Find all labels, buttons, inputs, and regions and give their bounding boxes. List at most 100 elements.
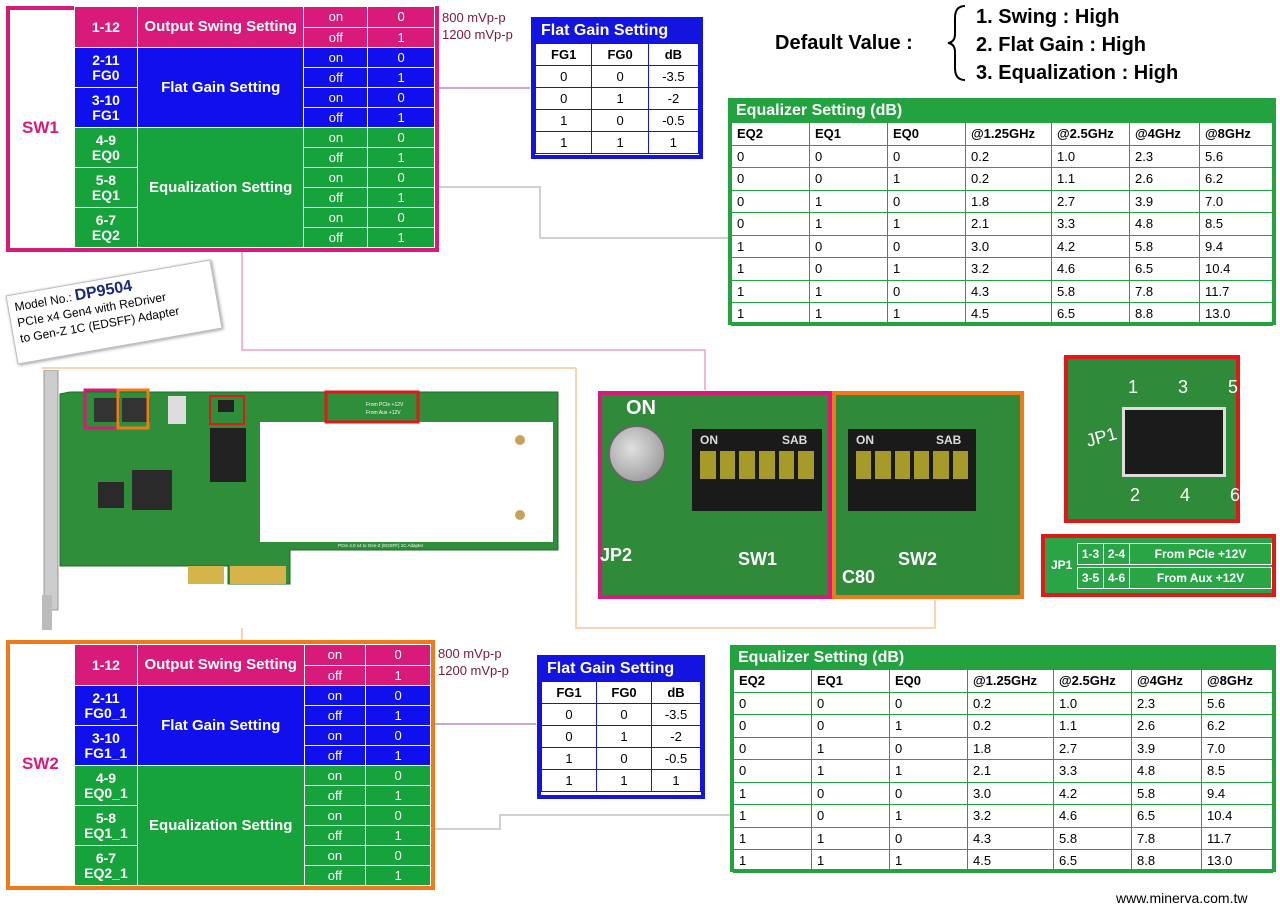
screw-icon [608,425,666,483]
eq-header: @1.25GHz [967,669,1054,693]
eq-cell: 6.5 [1051,302,1130,326]
jp1-pin-2: 2 [1130,485,1141,505]
sw1-on: on [303,6,369,28]
swing-note-low: 800 mVp-p [442,10,506,25]
fg-cell: 0 [534,87,593,110]
fg-header: dB [647,43,700,66]
sw2-on-val: 0 [365,685,431,706]
eq-cell: 1 [809,279,888,303]
sw1-swing-notes: 800 mVp-p 1200 mVp-p [442,9,513,43]
eq-cell: 0.2 [967,691,1054,715]
sw1-off: off [303,187,369,208]
fg-header: FG1 [540,681,598,704]
eq-cell: 9.4 [1199,234,1273,258]
sw2-off-val: 1 [365,745,431,766]
eq-cell: 0 [733,759,812,783]
photo-c80-label: C80 [842,567,876,587]
sw1-group-flat: Flat Gain Setting [136,47,305,128]
eq-cell: 0 [811,691,890,715]
eq-cell: 5.8 [1129,234,1200,258]
eq-cell: 1.1 [1053,714,1132,738]
eq-cell: 0 [809,144,888,168]
sw1-off-val: 1 [367,107,435,128]
eq-header: EQ0 [889,669,968,693]
eq-cell: 0 [811,804,890,828]
fg-cell: 0 [591,65,649,88]
sw2-group-eq: Equalization Setting [136,765,305,886]
fg-cell: 1 [596,725,653,748]
jp1-pin-3: 3 [1177,377,1188,397]
eq-header: EQ1 [811,669,890,693]
eq-cell: 6.2 [1199,167,1273,191]
sw1-on-val: 0 [367,127,435,148]
eq-cell: 13.0 [1199,302,1273,326]
eq-cell: 2.3 [1131,691,1202,715]
eq-cell: 3.3 [1051,212,1130,236]
eq-cell: 1 [731,257,810,281]
eq-cell: 0 [889,736,968,760]
eq-cell: 2.3 [1129,144,1200,168]
fg-cell: -0.5 [647,109,700,132]
eq-cell: 2.6 [1129,167,1200,191]
sw1-off-val: 1 [367,187,435,208]
sw2-on-val: 0 [365,725,431,746]
jp1-header-block [1122,407,1226,477]
eq-cell: 0 [889,826,968,850]
fg-cell: -2 [651,725,701,748]
eq-cell: 1 [809,189,888,213]
eq-cell: 8.5 [1201,759,1273,783]
eq-cell: 1 [887,167,966,191]
eq-cell: 2.1 [967,759,1054,783]
jp1-table: JP1 1-3 2-4 From PCIe +12V 3-5 4-6 From … [1041,534,1276,597]
eq-header: @8GHz [1199,122,1273,146]
jp1-cell: 4-6 [1104,568,1130,588]
sw1-on: on [303,167,369,188]
default-swing: 1. Swing : High [976,6,1120,28]
sw1-on-val: 0 [367,47,435,68]
eq-header: EQ1 [809,122,888,146]
dip-toggles [700,451,815,479]
eq-header: @4GHz [1131,669,1202,693]
fg-cell: 0 [591,109,649,132]
jp1-cell: 2-4 [1104,544,1130,564]
board-jp-label-1: From PCIe +12V [366,402,404,408]
eq-cell: 1 [731,279,810,303]
eq-cell: 1.0 [1051,144,1130,168]
eq-cell: 1 [887,257,966,281]
fg-header: FG0 [596,681,653,704]
sw2-label: SW2 [22,754,59,773]
eq-cell: 1 [887,302,966,326]
sw1-group-eq: Equalization Setting [136,127,305,248]
eq-cell: 8.8 [1129,302,1200,326]
eq-cell: 0.2 [965,144,1052,168]
equalizer-title: Equalizer Setting (dB) [733,648,1273,669]
board-silk-1: G464403 Rev1.1 [338,536,376,542]
eq-cell: 0.2 [967,714,1054,738]
sw1-on: on [303,47,369,68]
fg-cell: 1 [540,747,598,770]
sw1-table: 1-12 Output Swing Setting on 0 off 1 2-1… [74,6,435,248]
jp1-cell: 3-5 [1078,568,1104,588]
eq-cell: 4.3 [967,826,1054,850]
sw1-off: off [303,107,369,128]
eq-header: EQ2 [733,669,812,693]
eq-header: @8GHz [1201,669,1273,693]
eq-cell: 0 [811,781,890,805]
eq-cell: 1 [811,736,890,760]
eq-cell: 0 [889,781,968,805]
eq-cell: 3.9 [1129,189,1200,213]
photo-on-label: ON [626,397,656,419]
